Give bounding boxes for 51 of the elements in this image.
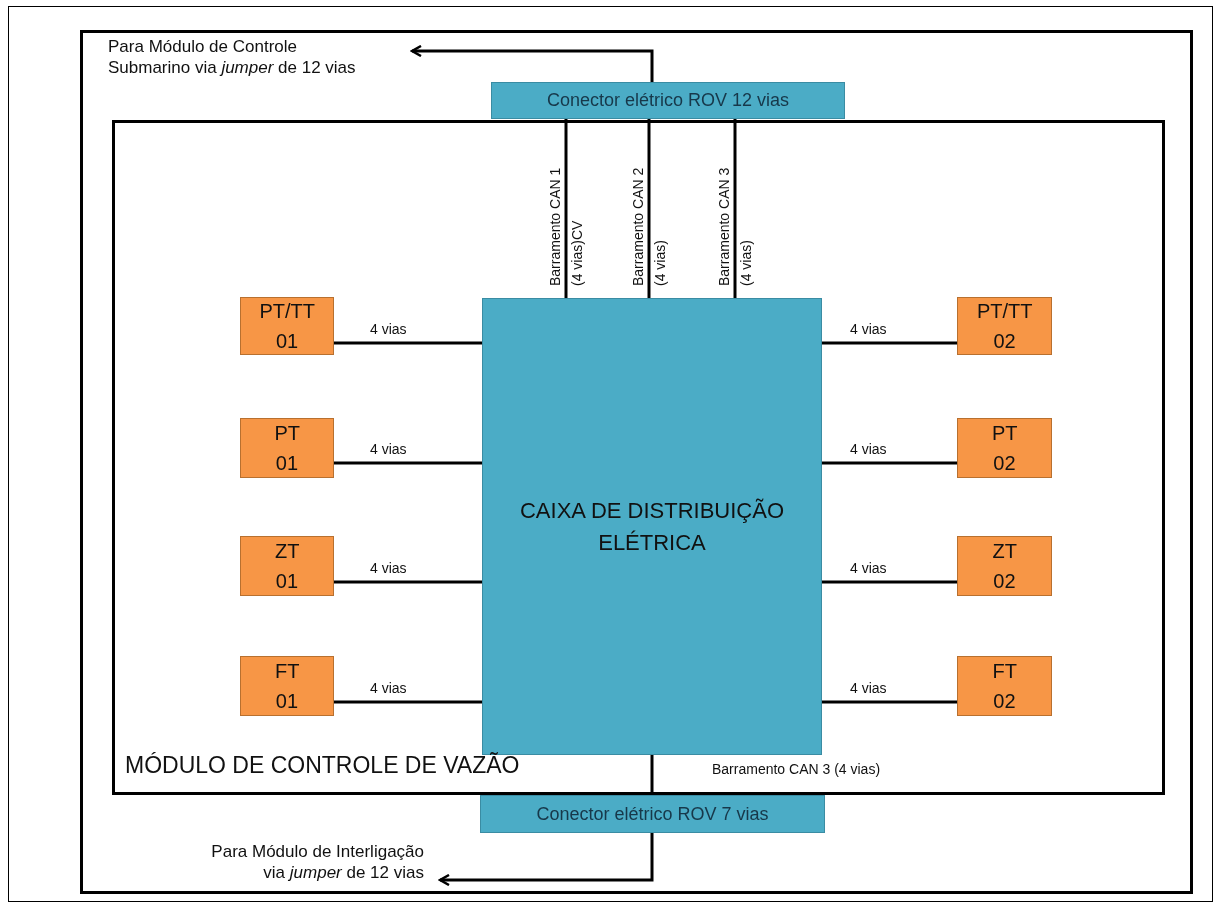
edge-label: 4 vias <box>850 560 887 576</box>
edge-label: Barramento CAN 2 (4 vias) <box>629 166 669 286</box>
edge-label: 4 vias <box>850 680 887 696</box>
sensor-label: ZT 02 <box>992 539 1017 594</box>
arrow <box>410 44 654 82</box>
edge-label: 4 vias <box>370 441 407 457</box>
note-text: Para Módulo de Interligação via jumper de 12 vias <box>210 841 424 883</box>
edge-label: 4 vias <box>370 560 407 576</box>
sensor-box <box>240 297 334 355</box>
connector-line <box>822 461 957 465</box>
note-text: Para Módulo de Controle Submarino via jumper de 12 vias <box>108 36 357 78</box>
connector-box <box>491 82 845 119</box>
sensor-box <box>957 536 1052 596</box>
module-title: MÓDULO DE CONTROLE DE VAZÃO <box>125 752 520 779</box>
sensor-label: PT 01 <box>274 421 300 476</box>
sensor-label: FT 02 <box>992 659 1017 714</box>
connector-line <box>564 119 568 298</box>
connector-line <box>733 119 737 298</box>
connector-line <box>822 580 957 584</box>
sensor-box <box>957 656 1052 716</box>
connector-line <box>647 119 651 298</box>
box-label: CAIXA DE DISTRIBUIÇÃO ELÉTRICA <box>518 496 786 557</box>
sensor-label: PT/TT 02 <box>976 299 1033 354</box>
sensor-label: FT 01 <box>274 659 300 714</box>
sensor-box <box>240 656 334 716</box>
sensor-label: ZT 01 <box>274 539 300 594</box>
edge-label: 4 vias <box>370 321 407 337</box>
sensor-box <box>240 536 334 596</box>
sensor-box <box>957 418 1052 478</box>
connector-line <box>334 461 482 465</box>
sensor-label: PT 02 <box>991 421 1018 476</box>
connector-box <box>480 795 825 833</box>
sensor-box <box>957 297 1052 355</box>
edge-label: Barramento CAN 3 (4 vias) <box>712 760 882 778</box>
connector-line <box>650 755 654 795</box>
connector-line <box>334 580 482 584</box>
connector-line <box>822 341 957 345</box>
edge-label: 4 vias <box>850 321 887 337</box>
connector-line <box>822 700 957 704</box>
module-box <box>112 120 1165 795</box>
connector-line <box>334 341 482 345</box>
edge-label: Barramento CAN 1 (4 vias)CV <box>546 166 586 286</box>
sensor-box <box>240 418 334 478</box>
edge-label: Barramento CAN 3 (4 vias) <box>715 166 755 286</box>
edge-label: 4 vias <box>850 441 887 457</box>
arrow <box>438 833 654 887</box>
connector-label: Conector elétrico ROV 12 vias <box>546 90 790 111</box>
connector-label: Conector elétrico ROV 7 vias <box>536 803 769 825</box>
edge-label: 4 vias <box>370 680 407 696</box>
connector-line <box>334 700 482 704</box>
sensor-label: PT/TT 01 <box>259 299 315 354</box>
